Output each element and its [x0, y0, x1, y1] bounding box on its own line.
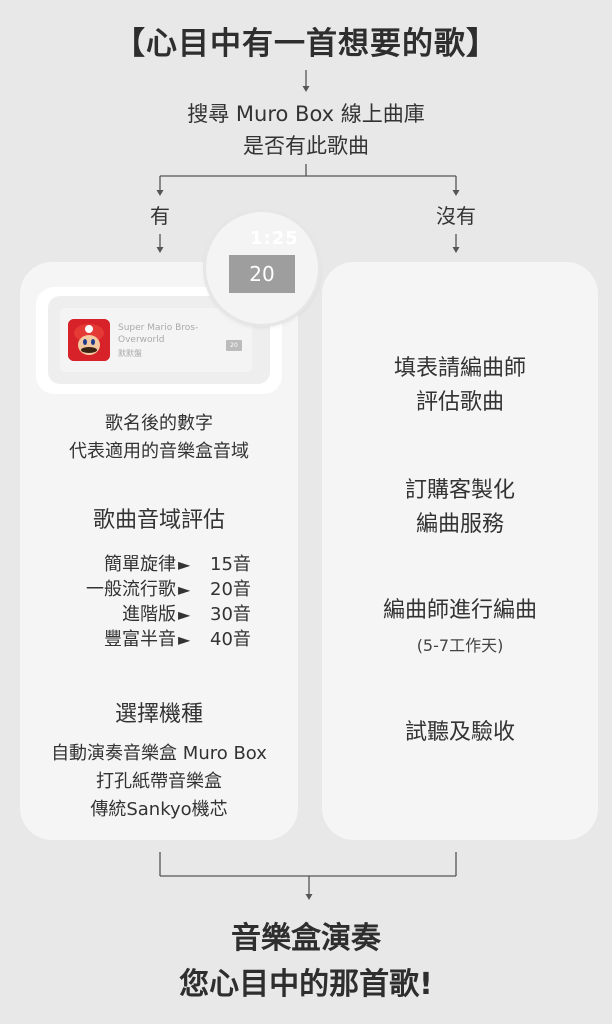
song-title: Super Mario Bros-Overworld — [118, 323, 199, 345]
branch-yes-label: 有 — [150, 204, 170, 228]
model-item: 打孔紙帶音樂盒 — [96, 771, 222, 792]
step-evaluate-line-1: 填表請編曲師 — [393, 356, 526, 381]
model-list: 自動演奏音樂盒 Muro Box 打孔紙帶音樂盒 傳統Sankyo機芯 — [20, 740, 298, 824]
triangle-right-icon: ► — [178, 555, 191, 574]
range-name: 簡單旋律 — [104, 554, 176, 575]
range-row-simple: 簡單旋律 ► 15音 — [20, 553, 298, 577]
model-item: 自動演奏音樂盒 Muro Box — [51, 743, 267, 764]
step-order-line-1: 訂購客製化 — [404, 478, 515, 503]
final-result-line-2: 您心目中的那首歌! — [179, 967, 433, 1002]
step-order: 訂購客製化 編曲服務 — [322, 474, 598, 542]
range-value: 40音 — [210, 629, 251, 650]
step-review: 試聽及驗收 — [404, 720, 515, 745]
step-evaluate: 填表請編曲師 評估歌曲 — [322, 352, 598, 420]
range-name: 一般流行歌 — [86, 579, 176, 600]
final-result: 音樂盒演奏 您心目中的那首歌! — [0, 916, 612, 1008]
branch-no-label: 沒有 — [436, 204, 476, 228]
range-value: 30音 — [210, 604, 251, 625]
bubble-time: 1:25 — [250, 228, 299, 249]
triangle-right-icon: ► — [178, 580, 191, 599]
range-row-advanced: 進階版 ► 30音 — [20, 603, 298, 627]
search-line-1: 搜尋 Muro Box 線上曲庫 — [187, 102, 425, 126]
page-title: 【心目中有一首想要的歌】 — [114, 26, 498, 62]
step-arrange: 編曲師進行編曲 — [382, 598, 537, 623]
range-note-line-2: 代表適用的音樂盒音域 — [69, 441, 249, 462]
range-value: 20音 — [210, 579, 251, 600]
triangle-right-icon: ► — [178, 605, 191, 624]
range-note: 歌名後的數字 代表適用的音樂盒音域 — [20, 410, 298, 466]
mario-thumbnail-icon — [68, 319, 110, 361]
range-note-line-1: 歌名後的數字 — [105, 413, 213, 434]
no-panel — [322, 262, 598, 840]
range-heading: 歌曲音域評估 — [92, 508, 225, 533]
range-value: 15音 — [210, 554, 251, 575]
song-range-badge: 20 — [226, 340, 242, 351]
step-order-line-2: 編曲服務 — [415, 512, 504, 537]
step-arrange-note: (5-7工作天) — [416, 636, 504, 655]
range-row-rich: 豐富半音 ► 40音 — [20, 628, 298, 652]
search-line-2: 是否有此歌曲 — [243, 134, 369, 158]
song-artist: 默默盤 — [118, 349, 142, 358]
range-name: 豐富半音 — [104, 629, 176, 650]
range-row-pop: 一般流行歌 ► 20音 — [20, 578, 298, 602]
triangle-right-icon: ► — [178, 630, 191, 649]
final-result-line-1: 音樂盒演奏 — [231, 921, 381, 956]
step-evaluate-line-2: 評估歌曲 — [415, 390, 504, 415]
model-heading: 選擇機種 — [114, 702, 203, 727]
bubble-range-badge: 20 — [229, 255, 295, 293]
range-list: 簡單旋律 ► 15音 一般流行歌 ► 20音 進階版 ► 30音 豐富半音 ► … — [20, 553, 298, 653]
range-name: 進階版 — [122, 604, 176, 625]
model-item: 傳統Sankyo機芯 — [90, 799, 228, 820]
search-step: 搜尋 Muro Box 線上曲庫 是否有此歌曲 — [0, 98, 612, 162]
